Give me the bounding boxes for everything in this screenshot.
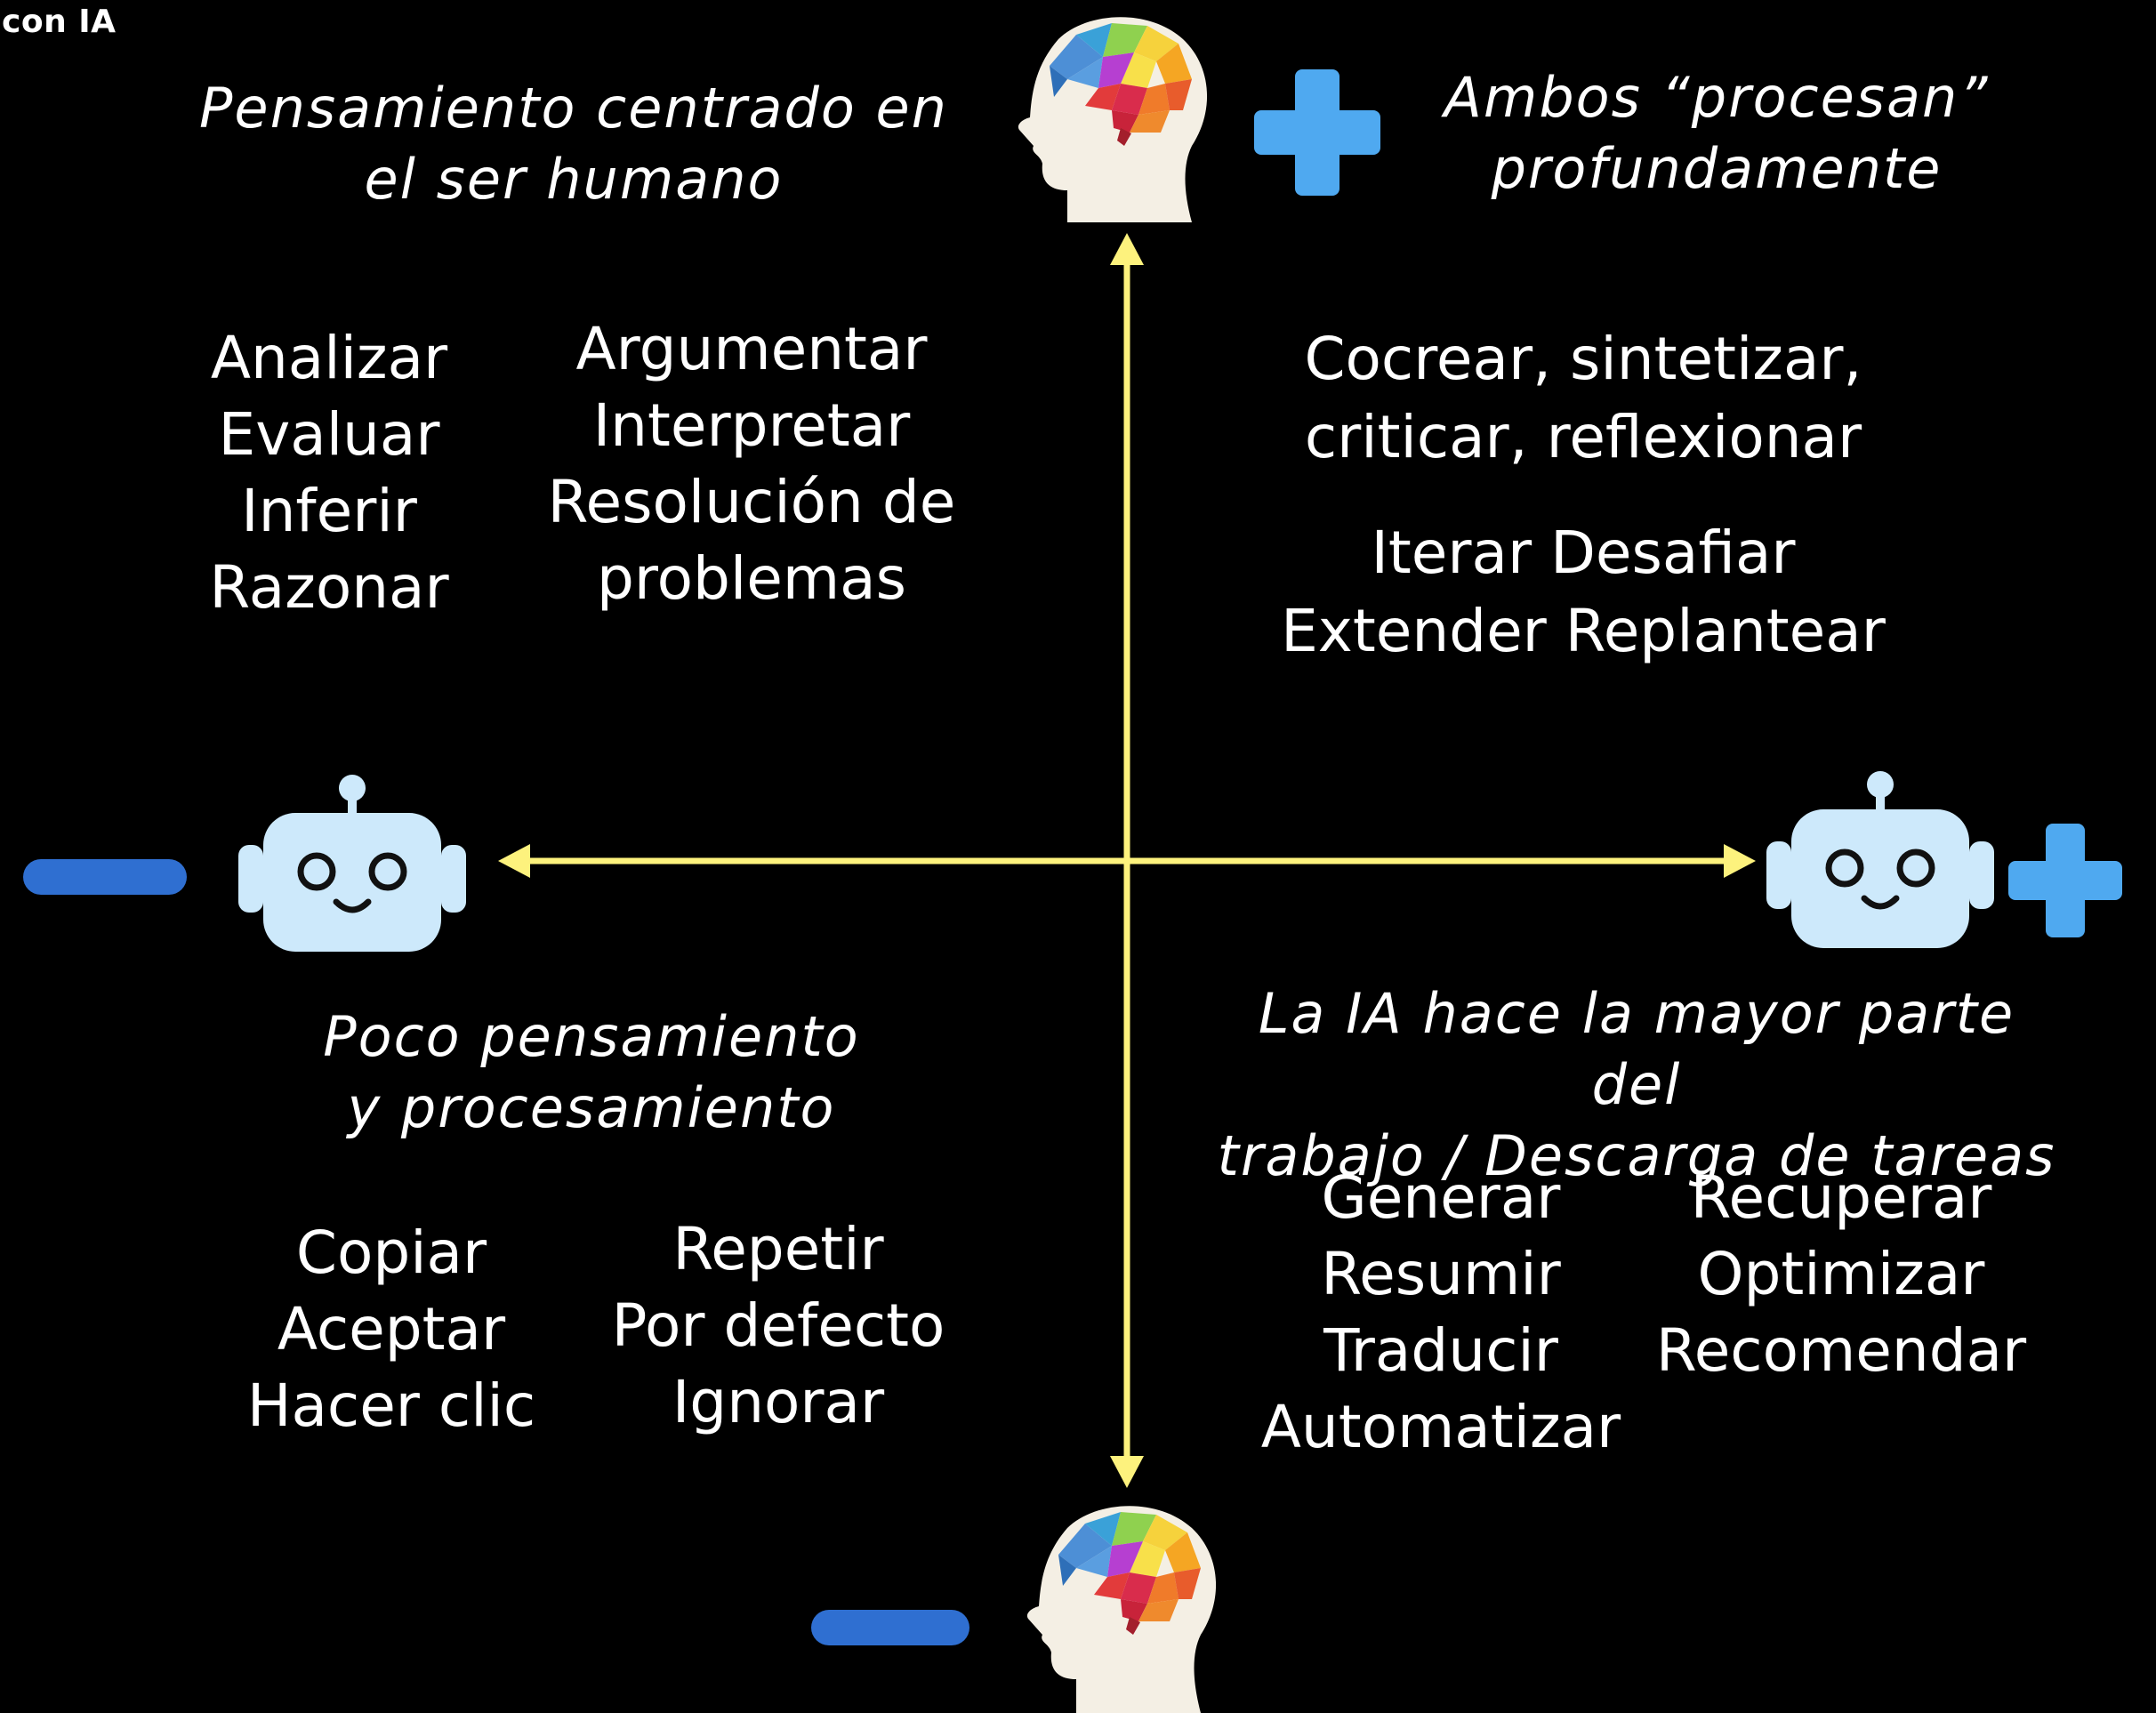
text-line: Cocrear, sintetizar, — [1304, 325, 1862, 393]
word: problemas — [597, 544, 906, 613]
word: Hacer clic — [246, 1371, 536, 1440]
top-left-heading-line2: el ser humano — [364, 147, 784, 212]
word: Traducir — [1323, 1316, 1558, 1385]
word: Por defecto — [611, 1291, 945, 1360]
minus-icon — [811, 1610, 969, 1645]
word: Aceptar — [277, 1295, 506, 1363]
robot-icon — [1766, 767, 1994, 948]
text-line: Iterar Desafiar — [1371, 519, 1796, 587]
horizontal-axis-arrow-left — [498, 844, 530, 878]
bottom-left-heading-line2: y procesamiento — [347, 1075, 836, 1140]
top-right-para2-text: Iterar Desafiar Extender Replantear — [1263, 514, 1903, 671]
bottom-right-heading: La IA hace la mayor parte del trabajo / … — [1210, 978, 2063, 1192]
word: Razonar — [209, 553, 449, 622]
top-left-col1: Analizar Evaluar Inferir Razonar — [151, 320, 507, 626]
top-left-col2: Argumentar Interpretar Resolución de pro… — [534, 311, 969, 617]
bottom-right-heading-line2: trabajo / Descarga de tareas — [1217, 1123, 2056, 1188]
word: Optimizar — [1697, 1240, 1985, 1308]
word: Generar — [1321, 1163, 1561, 1232]
word: Evaluar — [218, 400, 440, 469]
word: Inferir — [241, 477, 417, 545]
top-right-heading-line1: Ambos “procesan” — [1444, 65, 1990, 130]
bottom-right-col1: Generar Resumir Traducir Automatizar — [1236, 1160, 1645, 1466]
text-line: criticar, reflexionar — [1304, 403, 1862, 471]
word: Analizar — [210, 324, 448, 392]
human-head-brain-icon — [1023, 1501, 1227, 1713]
plus-icon — [1254, 69, 1380, 196]
bottom-right-col2: Recuperar Optimizar Recomendar — [1637, 1160, 2046, 1389]
plus-icon — [2008, 824, 2122, 937]
word: Automatizar — [1260, 1393, 1621, 1461]
vertical-axis-arrow-top — [1110, 233, 1144, 265]
bottom-left-heading: Poco pensamiento y procesamiento — [267, 1001, 916, 1144]
word: Resolución de — [547, 468, 956, 536]
horizontal-axis-arrow-right — [1724, 844, 1756, 878]
top-left-heading-line1: Pensamiento centrado en — [199, 76, 948, 141]
word: Recomendar — [1655, 1316, 2027, 1385]
word: Recuperar — [1690, 1163, 1992, 1232]
text-line: Extender Replantear — [1281, 597, 1886, 665]
word: Interpretar — [592, 391, 911, 460]
word: Copiar — [295, 1218, 487, 1287]
bottom-left-col2: Repetir Por defecto Ignorar — [587, 1211, 969, 1441]
top-right-heading-line2: profundamente — [1491, 136, 1943, 201]
bottom-right-heading-line1: La IA hace la mayor parte del — [1258, 981, 2015, 1117]
word: Resumir — [1321, 1240, 1561, 1308]
word: Argumentar — [575, 315, 928, 383]
vertical-axis-arrow-bottom — [1110, 1456, 1144, 1488]
word: Repetir — [672, 1215, 884, 1283]
corner-title: con IA — [2, 4, 117, 40]
robot-icon — [238, 770, 466, 952]
bottom-left-heading-line1: Poco pensamiento — [323, 1004, 860, 1069]
human-head-brain-icon — [1014, 12, 1219, 222]
word: Ignorar — [672, 1368, 885, 1436]
minus-icon — [23, 859, 187, 895]
top-left-heading: Pensamiento centrado en el ser humano — [178, 73, 969, 215]
bottom-left-col1: Copiar Aceptar Hacer clic — [205, 1215, 578, 1444]
top-right-para1: Cocrear, sintetizar, criticar, reflexion… — [1263, 320, 1903, 477]
top-right-heading: Ambos “procesan” profundamente — [1405, 62, 2028, 205]
